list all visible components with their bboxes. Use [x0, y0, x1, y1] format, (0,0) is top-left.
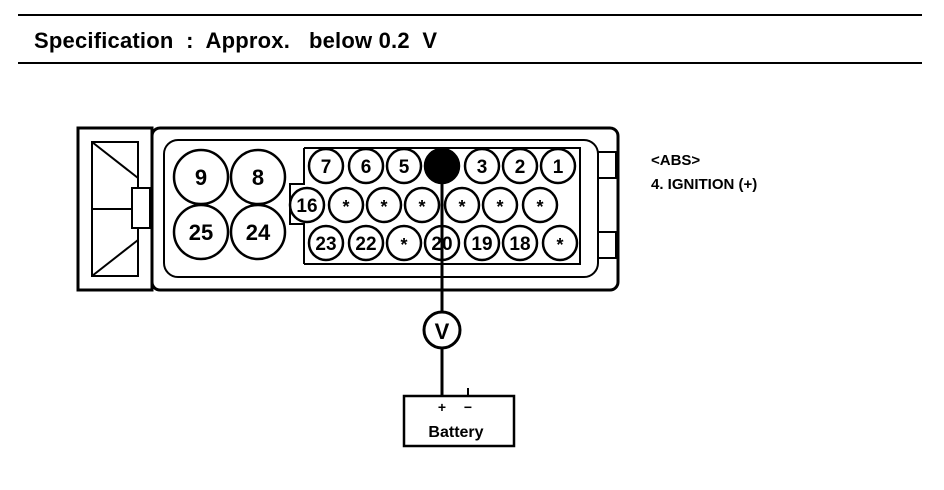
battery-plus-sign: +	[438, 399, 446, 415]
pin-number: 7	[321, 157, 332, 178]
pin-description-label: 4. IGNITION (+)	[651, 176, 758, 193]
pin-number: 2	[515, 157, 526, 178]
unused-pin-marker: *	[380, 197, 387, 217]
connector-pin	[501, 224, 539, 262]
connector-pin	[501, 147, 539, 185]
unused-pin-marker: *	[536, 197, 543, 217]
connector-pin	[521, 186, 559, 224]
unused-pin-marker: *	[496, 197, 503, 217]
specification-value: Approx. below 0.2 V	[205, 28, 438, 53]
battery-minus-sign: −	[464, 399, 472, 415]
specification-line: Specification : Approx. below 0.2 V	[34, 28, 437, 54]
connector-pin	[385, 147, 423, 185]
connector-pin	[229, 203, 287, 261]
unused-pin-marker: *	[418, 197, 425, 217]
pin-number: 25	[189, 220, 213, 245]
unused-pin-marker: *	[458, 197, 465, 217]
pin-number: 19	[471, 234, 492, 255]
unused-pin-marker: *	[342, 197, 349, 217]
connector-pin	[307, 224, 345, 262]
pin-number: 8	[252, 165, 264, 190]
pin-number: 1	[553, 157, 564, 178]
voltmeter-label: V	[435, 319, 450, 344]
connector-pin	[327, 186, 365, 224]
connector-pin	[403, 186, 441, 224]
connector-pin	[288, 186, 326, 224]
connector-pin	[539, 147, 577, 185]
connector-pin	[365, 186, 403, 224]
specification-separator: :	[186, 28, 194, 53]
battery-label: Battery	[428, 424, 483, 441]
connector-pin	[307, 147, 345, 185]
specification-label: Specification	[34, 28, 174, 53]
pin-number: 3	[477, 157, 488, 178]
pin-number: 5	[399, 157, 410, 178]
connector-pin	[541, 224, 579, 262]
connector-latch	[76, 126, 154, 292]
connector-pin	[347, 147, 385, 185]
pin-number: 16	[296, 196, 317, 217]
connector-pin	[385, 224, 423, 262]
pin-number: 18	[509, 234, 530, 255]
unused-pin-marker: *	[556, 235, 563, 255]
connector-pin	[463, 224, 501, 262]
pin-number: 22	[355, 234, 376, 255]
system-label: <ABS>	[651, 152, 701, 169]
connector-pin	[481, 186, 519, 224]
connector-pin	[347, 224, 385, 262]
pin-number: 9	[195, 165, 207, 190]
pin-number: 23	[315, 234, 336, 255]
pin-number: 24	[246, 220, 271, 245]
bottom-rule	[18, 62, 922, 64]
connector-pin	[463, 147, 501, 185]
pin-number: 6	[361, 157, 372, 178]
battery-box	[402, 394, 516, 448]
top-rule	[18, 14, 922, 16]
connector-housing	[150, 126, 620, 292]
connector-pin	[443, 186, 481, 224]
connector-pin	[172, 203, 230, 261]
unused-pin-marker: *	[400, 235, 407, 255]
